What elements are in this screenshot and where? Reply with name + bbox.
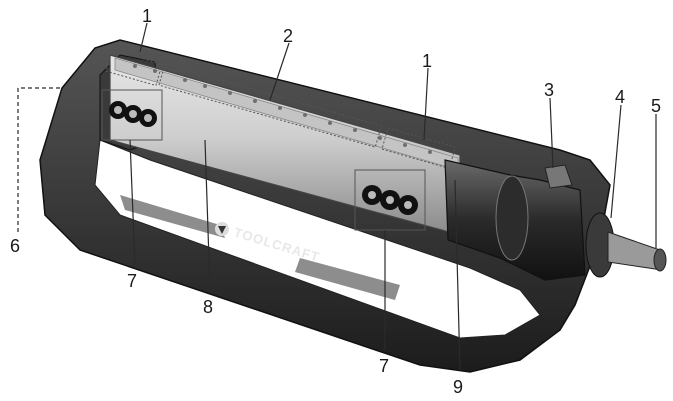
callout-tube: 8 bbox=[203, 297, 213, 317]
callout-nozzle-strip-left: 1 bbox=[142, 6, 152, 26]
callout-connector: 4 bbox=[615, 87, 625, 107]
hose-tap bbox=[607, 231, 663, 271]
frame-highlight-right bbox=[295, 258, 400, 300]
callout-end-cap-left: 7 bbox=[127, 271, 137, 291]
callout-end-cap-right: 7 bbox=[379, 356, 389, 376]
flow-buttons-left bbox=[109, 101, 157, 127]
drive-housing-ring bbox=[495, 175, 529, 261]
nozzle-strip-right-box bbox=[381, 127, 456, 170]
callout-drive-housing: 9 bbox=[453, 377, 463, 397]
nozzle-holes bbox=[133, 64, 432, 154]
callout-hose-tap: 5 bbox=[651, 96, 661, 116]
leader-lines bbox=[17, 22, 657, 371]
callout-base-frame: 6 bbox=[10, 236, 20, 256]
hose-tap-end bbox=[653, 248, 667, 272]
callout-lever: 3 bbox=[544, 80, 554, 100]
frame-highlight-left bbox=[120, 195, 225, 238]
end-cap-right-box bbox=[354, 169, 426, 231]
nozzle-strip-left-box bbox=[105, 49, 163, 87]
callout-nozzle-strip-right: 1 bbox=[422, 51, 432, 71]
adjustment-lever bbox=[544, 164, 573, 189]
brand-logo-mark bbox=[218, 226, 226, 234]
flow-buttons-right bbox=[362, 185, 418, 215]
nozzle-strip-main-box bbox=[158, 63, 382, 148]
end-cap-left-box bbox=[101, 89, 163, 141]
callout-nozzle-strip-main: 2 bbox=[283, 26, 293, 46]
